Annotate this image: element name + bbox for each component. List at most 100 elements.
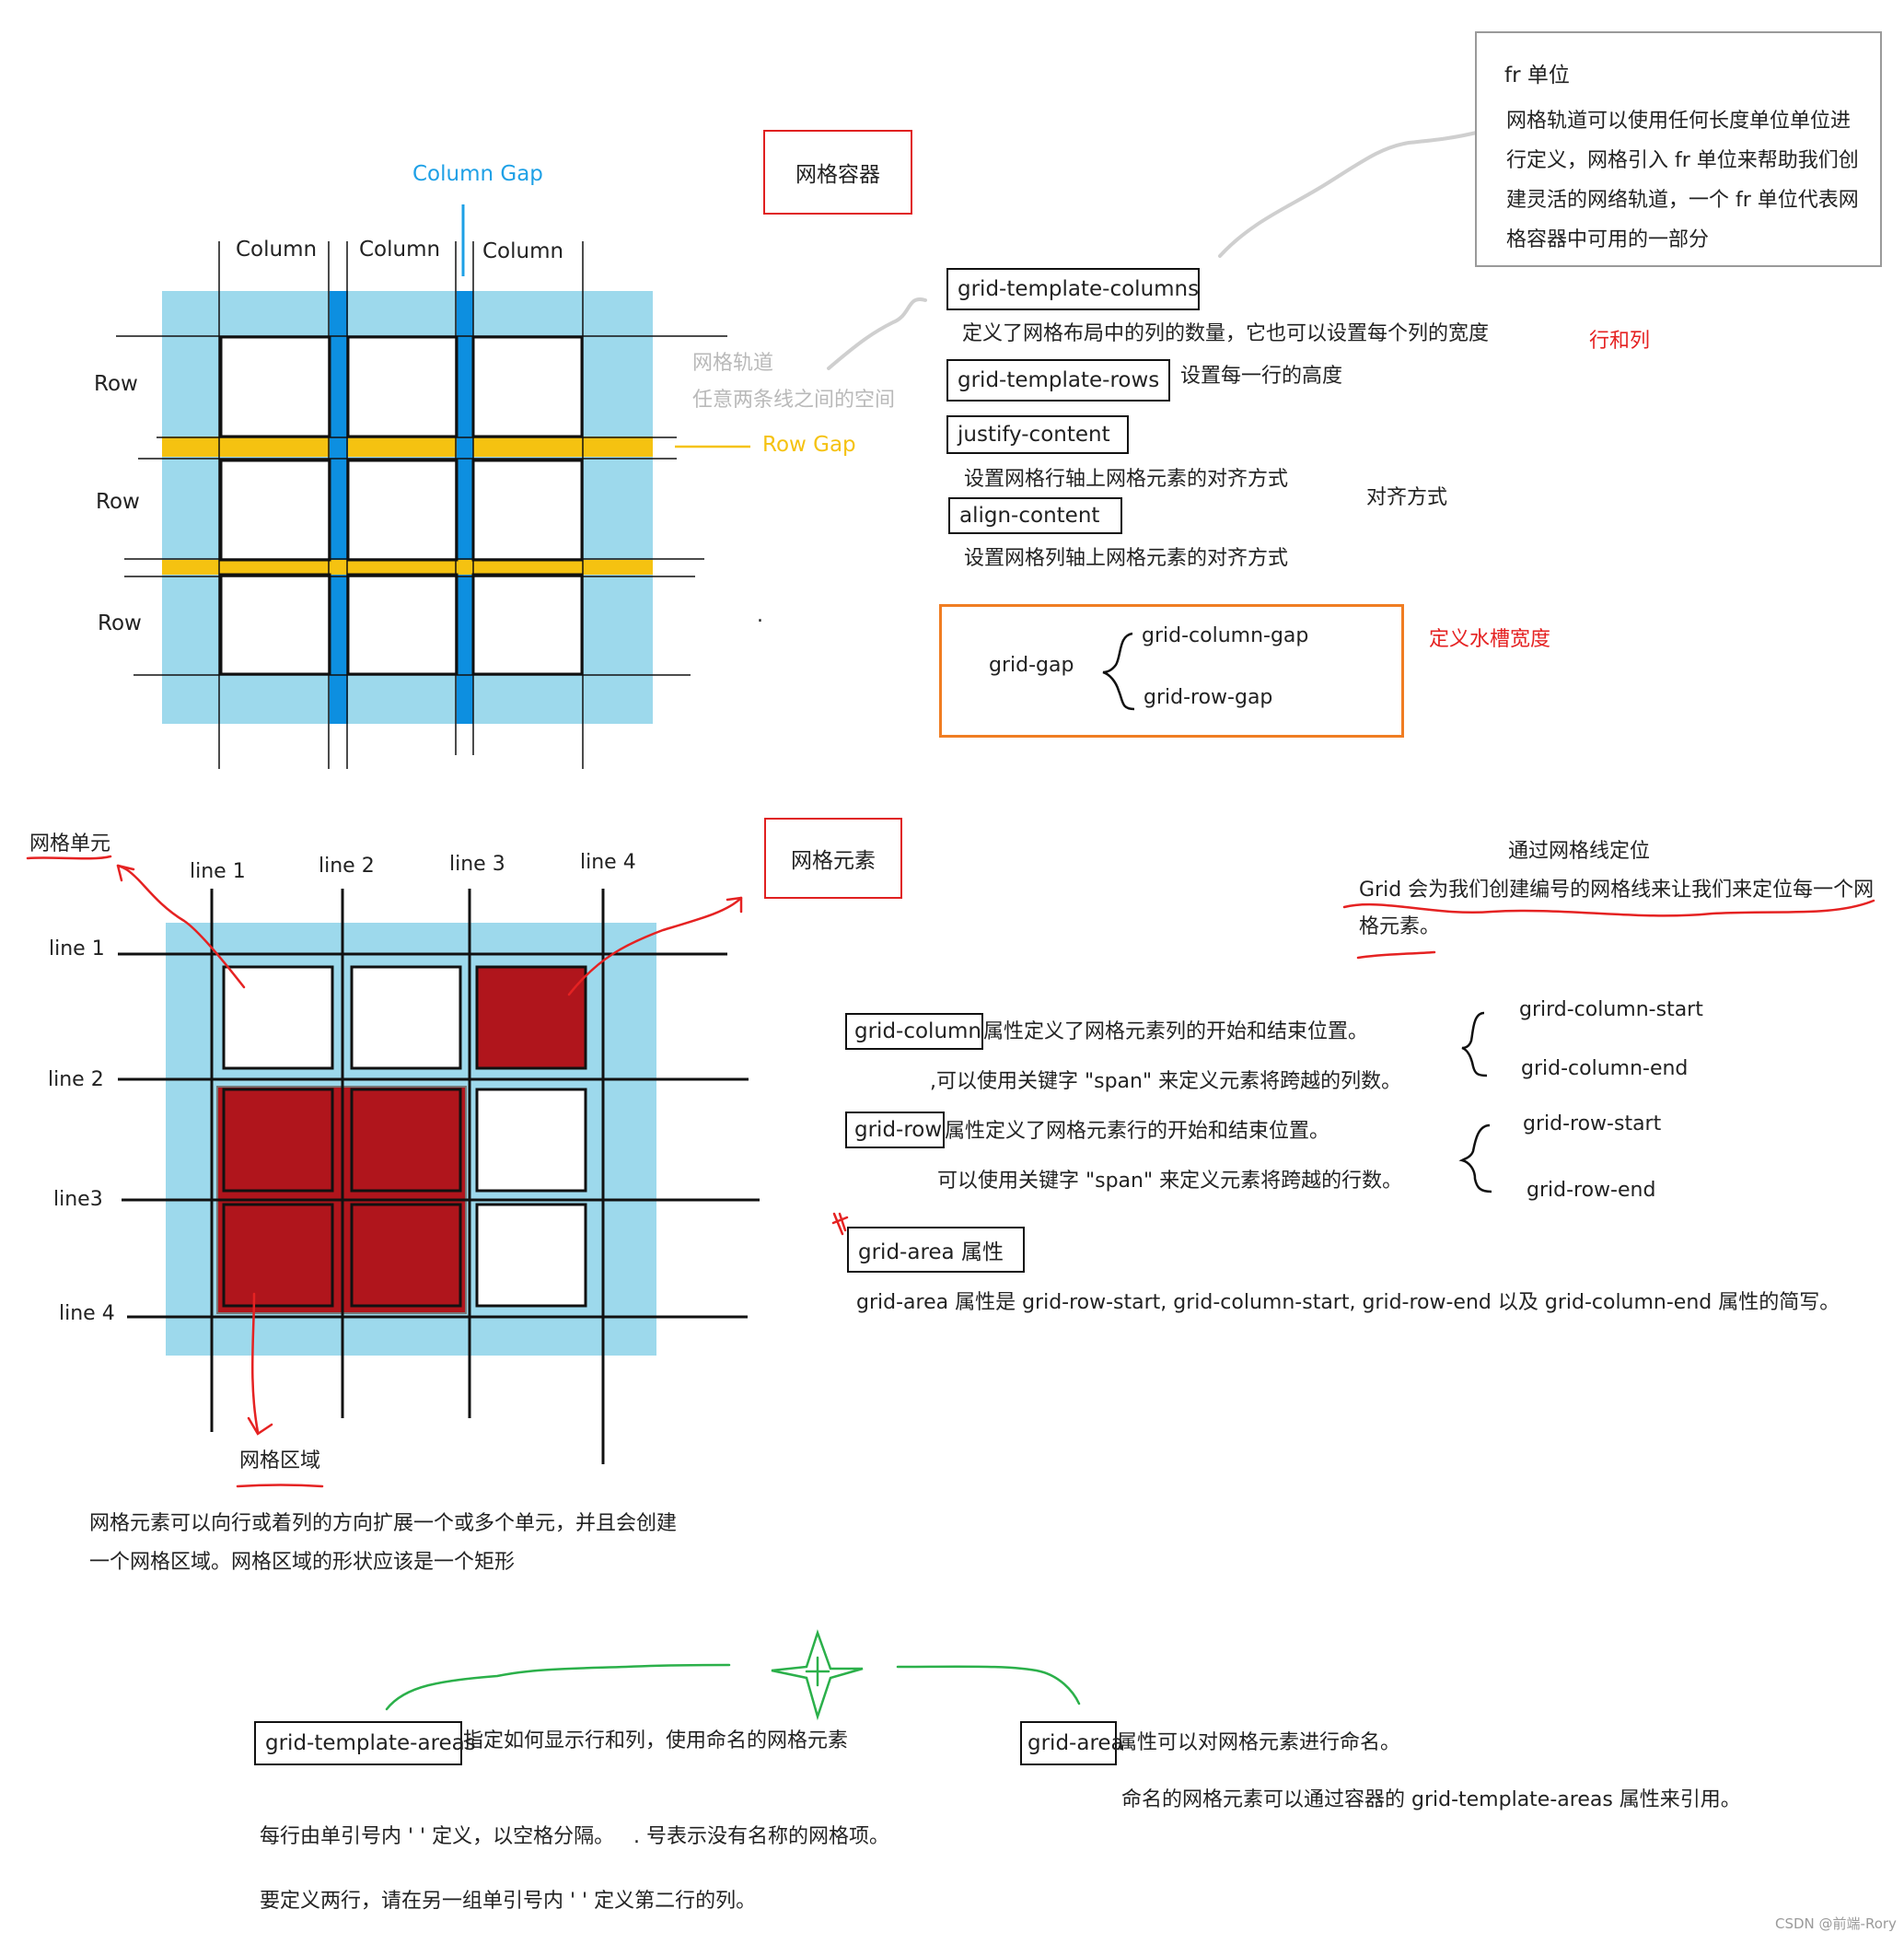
red-annotations (26, 855, 1875, 1488)
line-position-desc-line1: Grid 会为我们创建编号的网格线来让我们来定位每一个网 (1359, 879, 1875, 902)
align-content-desc: 设置网格列轴上网格元素的对齐方式 (964, 547, 1289, 570)
stray-dot: . (757, 604, 763, 627)
track-note-line2: 任意两条线之间的空间 (692, 389, 896, 412)
line-position-underline (1342, 899, 1875, 917)
column-label-1: Column (236, 238, 318, 262)
grid-template-columns-desc: 定义了网格布局中的列的数量，它也可以设置每个列的宽度 (962, 322, 1490, 345)
line-position-title: 通过网格线定位 (1508, 840, 1651, 863)
col-line-label-3: line 3 (449, 853, 505, 876)
justify-content-desc: 设置网格行轴上网格元素的对齐方式 (964, 468, 1289, 491)
grid-template-areas-box: grid-template-areas (254, 1721, 476, 1765)
grid-area-label: 网格区域 (239, 1449, 321, 1473)
gap-brace (1102, 632, 1135, 711)
grid-element-label-box: 网格元素 (764, 818, 902, 899)
gutter-width-note: 定义水槽宽度 (1429, 628, 1551, 651)
grid-area-name-desc: 属性可以对网格元素进行命名。 (1117, 1731, 1401, 1754)
fr-unit-title: fr 单位 (1504, 64, 1570, 87)
grid-area-prop-desc: grid-area 属性是 grid-row-start, grid-colum… (856, 1291, 1840, 1314)
justify-content-label: justify-content (958, 423, 1110, 447)
justify-content-box: justify-content (946, 415, 1129, 454)
grid-column-start-label: grird-column-start (1519, 998, 1703, 1021)
fr-unit-box: fr 单位 网格轨道可以使用任何长度单位单位进行定义，网格引入 fr 单位来帮助… (1475, 31, 1882, 267)
grid-column-desc: 属性定义了网格元素列的开始和结束位置。 (983, 1020, 1369, 1043)
fr-pointer-stroke (1218, 129, 1486, 258)
top-grid-diagram (116, 204, 750, 769)
grid-element-label: 网格元素 (791, 849, 876, 873)
fr-unit-body: 网格轨道可以使用任何长度单位单位进行定义，网格引入 fr 单位来帮助我们创建灵活… (1506, 110, 1859, 251)
column-brace (1461, 1011, 1488, 1077)
column-gap-2 (457, 291, 473, 724)
bottom-grid-cells (222, 965, 587, 1308)
col-line-label-2: line 2 (319, 855, 375, 878)
grid-area-prop-box: grid-area 属性 (847, 1227, 1025, 1273)
column-gap-1 (330, 291, 348, 724)
grid-column-gap-label: grid-column-gap (1142, 624, 1309, 647)
grid-row-span-desc: 可以使用关键字 "span" 来定义元素将跨越的行数。 (937, 1170, 1403, 1193)
bottom-grid-lines (118, 889, 760, 1464)
track-note-line1: 网格轨道 (692, 352, 774, 375)
row-line-label-2: line 2 (48, 1068, 104, 1091)
grid-column-span-desc: ,可以使用关键字 "span" 来定义元素将跨越的列数。 (930, 1070, 1402, 1093)
grid-template-rows-label: grid-template-rows (958, 368, 1160, 392)
top-grid-cells (219, 335, 584, 676)
grid-template-areas-desc: 指定如何显示行和列，使用命名的网格元素 (463, 1729, 849, 1752)
grid-row-desc: 属性定义了网格元素行的开始和结束位置。 (945, 1120, 1330, 1143)
row-gap-1 (162, 437, 653, 457)
area-underline (236, 1484, 324, 1488)
column-label-2: Column (359, 238, 441, 262)
grid-area-ref-desc: 命名的网格元素可以通过容器的 grid-template-areas 属性来引用… (1121, 1788, 1741, 1811)
row-line-label-3: line3 (53, 1188, 103, 1211)
track-pointer-stroke (827, 297, 927, 370)
top-grid-lines (116, 241, 727, 769)
grid-column-label: grid-column (854, 1019, 982, 1043)
row-gap-label: Row Gap (762, 433, 856, 457)
grid-template-columns-box: grid-template-columns (946, 268, 1200, 310)
grid-template-rows-desc: 设置每一行的高度 (1180, 365, 1343, 388)
grid-area-desc-line2: 一个网格区域。网格区域的形状应该是一个矩形 (89, 1551, 516, 1574)
bottom-grid-diagram (118, 889, 760, 1464)
row-label-2: Row (96, 490, 140, 514)
line-position-desc-line2: 格元素。 (1359, 915, 1441, 938)
star-mark (831, 1212, 849, 1236)
grid-container-label: 网格容器 (795, 163, 880, 187)
grid-row-start-label: grid-row-start (1523, 1112, 1662, 1135)
row-line-label-1: line 1 (49, 937, 105, 960)
cell-arrow (116, 864, 246, 989)
grid-template-rows-box: grid-template-rows (946, 359, 1170, 402)
grid-area-name-box: grid-area (1020, 1721, 1124, 1765)
grid-area-name-label: grid-area (1027, 1731, 1124, 1755)
cell-underline (26, 855, 112, 860)
grid-area-desc-line1: 网格元素可以向行或着列的方向扩展一个或多个单元，并且会创建 (89, 1512, 678, 1535)
row-gap-2 (162, 560, 653, 575)
col-line-label-1: line 1 (190, 860, 246, 883)
grid-row-gap-label: grid-row-gap (1144, 686, 1273, 709)
grid-area-prop-label: grid-area 属性 (858, 1240, 1004, 1264)
grid-template-areas-label: grid-template-areas (265, 1731, 476, 1755)
grid-row-box: grid-row (845, 1112, 945, 1148)
row-label-3: Row (98, 611, 142, 635)
rows-cols-note: 行和列 (1589, 330, 1651, 353)
element-arrow (567, 896, 743, 996)
green-decoration (385, 1629, 1081, 1721)
grid-cell-label: 网格单元 (29, 832, 111, 856)
grid-template-columns-label: grid-template-columns (958, 277, 1200, 301)
align-content-box: align-content (948, 497, 1122, 534)
grid-gap-box (939, 604, 1404, 738)
grid-column-box: grid-column (845, 1013, 983, 1050)
row-syntax-note: 每行由单引号内 ' ' 定义，以空格分隔。 . 号表示没有名称的网格项。 (260, 1825, 890, 1848)
two-rows-note: 要定义两行，请在另一组单引号内 ' ' 定义第二行的列。 (260, 1890, 757, 1913)
align-note: 对齐方式 (1366, 486, 1448, 509)
grid-gap-label: grid-gap (989, 654, 1074, 677)
star-icon (771, 1629, 864, 1721)
column-label-3: Column (482, 239, 564, 263)
area-arrow (250, 1292, 260, 1434)
watermark: CSDN @前端-Rory (1775, 1915, 1897, 1932)
grid-container-label-box: 网格容器 (763, 130, 912, 215)
grid-column-end-label: grid-column-end (1521, 1057, 1689, 1080)
row-brace (1458, 1123, 1492, 1193)
col-line-label-4: line 4 (580, 851, 636, 874)
grid-row-end-label: grid-row-end (1527, 1179, 1656, 1202)
column-gap-label: Column Gap (412, 162, 543, 186)
row-label-1: Row (94, 372, 138, 396)
